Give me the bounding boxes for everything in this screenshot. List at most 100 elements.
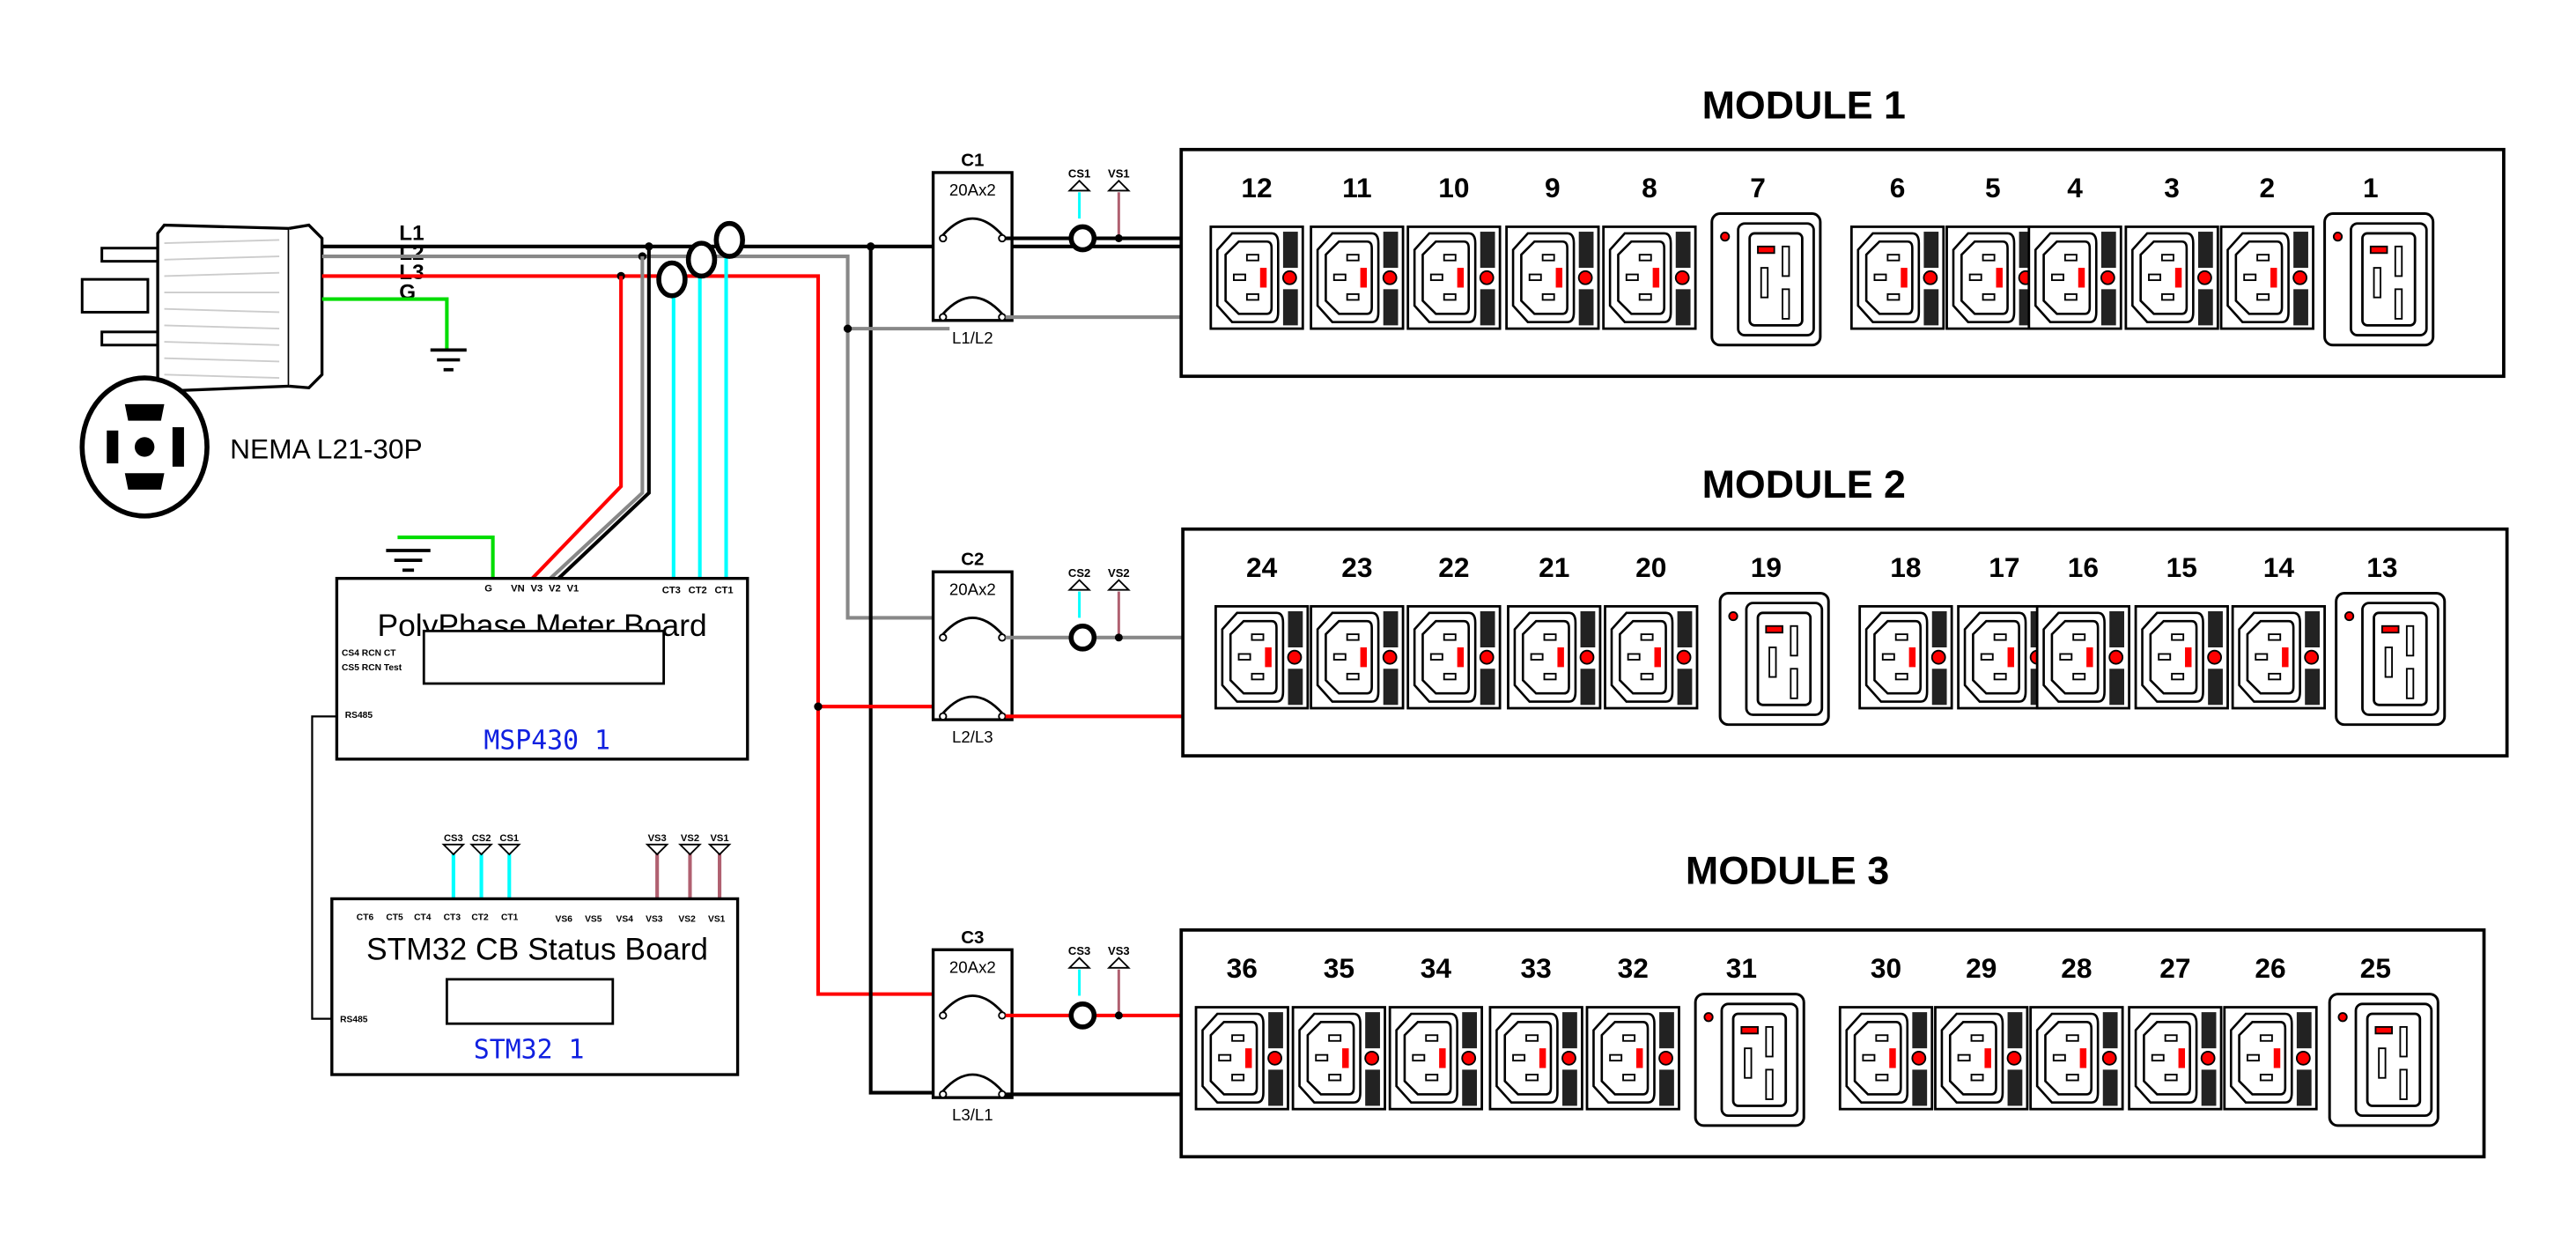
breaker-name: C1 (961, 150, 984, 170)
meter-pin-v1: V1 (567, 584, 579, 595)
outlet-5[interactable]: 5 (1945, 172, 2041, 330)
outlet-2[interactable]: 2 (2219, 172, 2314, 330)
outlet-29[interactable]: 29 (1934, 952, 2029, 1111)
outlet-20[interactable]: 20 (1604, 551, 1699, 710)
outlet-number: 36 (1227, 952, 1258, 984)
status-vs-inputs: VS3 VS2 VS1 (645, 833, 732, 901)
outlet-32[interactable]: 32 (1585, 952, 1680, 1111)
breaker-rating: 20Ax2 (949, 181, 996, 199)
outlet-23[interactable]: 23 (1310, 551, 1405, 710)
breaker-pole-icon (941, 994, 1003, 1014)
outlet-8[interactable]: 8 (1602, 172, 1697, 330)
status-pin: CT1 (501, 913, 519, 923)
outlet-number: 28 (2061, 952, 2092, 984)
breaker-phases: L3/L1 (952, 1105, 993, 1124)
outlet-number: 26 (2255, 952, 2285, 984)
breaker-led-icon (1577, 270, 1593, 285)
outlet-22[interactable]: 22 (1406, 551, 1502, 710)
breaker-body[interactable] (931, 570, 1014, 721)
outlet-number: 21 (1539, 551, 1569, 583)
outlet-6[interactable]: 6 (1849, 172, 1945, 330)
cs-arrow-icon (1067, 579, 1092, 591)
outlet-36[interactable]: 36 (1194, 952, 1289, 1111)
outlet-28[interactable]: 28 (2029, 952, 2124, 1111)
status-pin: VS1 (708, 915, 726, 925)
status-pin: VS6 (556, 915, 573, 925)
status-input-vs3: VS3 (648, 833, 667, 844)
cs-arrow-icon (1067, 957, 1092, 969)
meter-pin-ct2: CT2 (689, 585, 707, 595)
breaker-pole-icon (941, 617, 1003, 636)
status-led-icon (2337, 1012, 2348, 1023)
breaker-led-icon (1911, 1050, 1927, 1066)
outlet-number: 3 (2164, 172, 2180, 203)
line-label-l1: L1 (399, 221, 424, 245)
outlet-13[interactable]: 13 (2335, 551, 2447, 727)
meter-side-label: CS4 RCN CT (342, 648, 396, 658)
outlet-15[interactable]: 15 (2134, 551, 2229, 710)
breaker-rating: 20Ax2 (949, 957, 996, 976)
meter-pin-v3: V3 (531, 584, 543, 595)
outlet-9[interactable]: 9 (1505, 172, 1600, 330)
outlet-4[interactable]: 4 (2027, 172, 2122, 330)
breaker-body[interactable] (931, 171, 1014, 322)
module-title: MODULE 1 (1702, 83, 1906, 127)
breaker-led-icon (2304, 649, 2320, 665)
breaker-led-icon (2006, 1050, 2022, 1066)
outlet-10[interactable]: 10 (1406, 172, 1502, 330)
vs-label: VS1 (1108, 166, 1130, 180)
outlet-31[interactable]: 31 (1694, 952, 1805, 1127)
outlet-35[interactable]: 35 (1291, 952, 1386, 1111)
outlet-number: 7 (1750, 172, 1766, 203)
outlet-24[interactable]: 24 (1214, 551, 1310, 710)
outlet-16[interactable]: 16 (2035, 551, 2131, 710)
outlet-27[interactable]: 27 (2128, 952, 2223, 1111)
breaker-led-icon (1479, 270, 1495, 285)
outlet-3[interactable]: 3 (2124, 172, 2219, 330)
outlet-number: 9 (1545, 172, 1561, 203)
status-pin: CT2 (471, 913, 489, 923)
nema-receptacle-face-icon (79, 375, 210, 519)
status-pin: CT3 (444, 913, 461, 923)
outlet-7[interactable]: 7 (1710, 172, 1822, 347)
outlet-26[interactable]: 26 (2223, 952, 2318, 1111)
vs-label: VS3 (1108, 944, 1130, 957)
outlet-1[interactable]: 1 (2323, 172, 2435, 347)
outlet-17[interactable]: 17 (1957, 551, 2052, 710)
breaker-led-icon (1561, 1050, 1576, 1066)
outlet-number: 6 (1890, 172, 1906, 203)
outlet-34[interactable]: 34 (1388, 952, 1484, 1111)
status-pin: CT5 (386, 913, 403, 923)
outlet-19[interactable]: 19 (1718, 551, 1830, 727)
outlet-number: 31 (1726, 952, 1757, 984)
ct-sensor-icon (1068, 1001, 1097, 1030)
breaker-body[interactable] (931, 948, 1014, 1099)
outlet-number: 12 (1241, 172, 1272, 203)
breaker-led-icon (1461, 1050, 1477, 1066)
status-led-icon (1703, 1012, 1714, 1023)
outlet-number: 32 (1618, 952, 1649, 984)
breaker-led-icon (1382, 649, 1398, 665)
outlet-30[interactable]: 30 (1838, 952, 1934, 1111)
outlet-21[interactable]: 21 (1507, 551, 1602, 710)
outlet-25[interactable]: 25 (2328, 952, 2439, 1127)
vs-arrow-icon (1106, 957, 1131, 969)
outlet-33[interactable]: 33 (1488, 952, 1583, 1111)
breaker-led-icon (1281, 270, 1297, 285)
main-feed-wires (311, 242, 1184, 1095)
status-board-title: STM32 CB Status Board (366, 931, 708, 966)
main-ct-sensor-icon (656, 220, 745, 299)
outlet-14[interactable]: 14 (2231, 551, 2326, 710)
meter-side-label: CS5 RCN Test (342, 663, 402, 673)
cs-label: CS2 (1068, 566, 1090, 580)
outlet-12[interactable]: 12 (1209, 172, 1304, 330)
breaker-led-icon (1930, 649, 1946, 665)
status-input-vs1: VS1 (710, 833, 728, 844)
outlet-11[interactable]: 11 (1310, 172, 1405, 330)
breaker-led-icon (2295, 1050, 2311, 1066)
outlet-18[interactable]: 18 (1858, 551, 1953, 710)
